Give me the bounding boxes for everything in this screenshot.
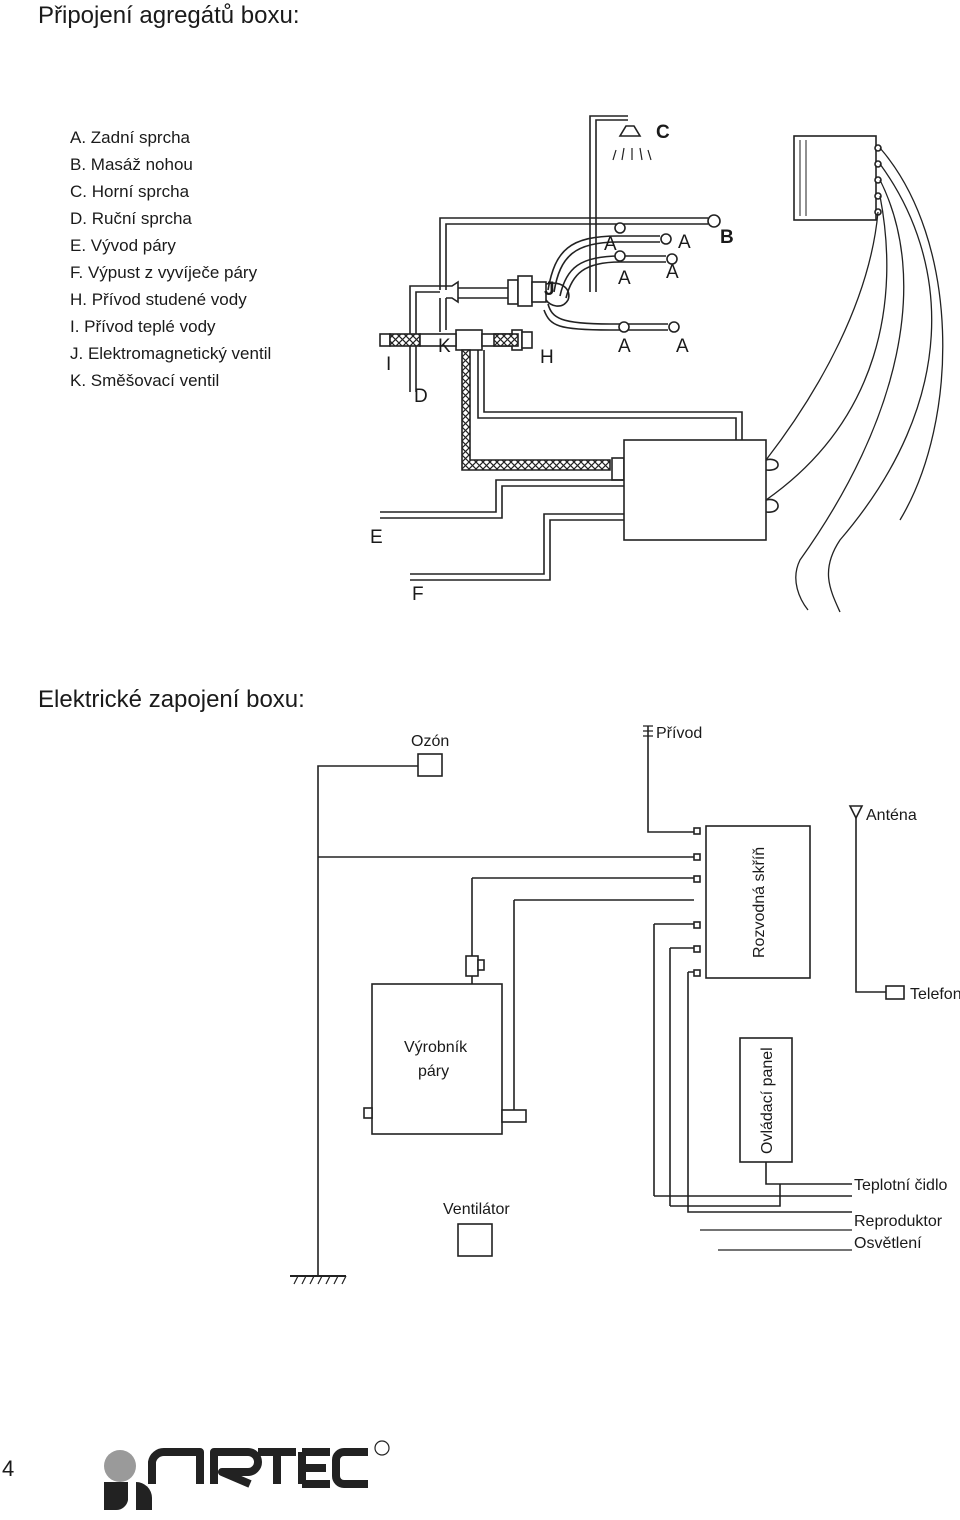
artec-logo bbox=[104, 1440, 390, 1511]
label-reproduktor: Reproduktor bbox=[854, 1213, 943, 1230]
label-osvetleni: Osvětlení bbox=[854, 1235, 922, 1252]
steam-generator-box bbox=[623, 439, 767, 541]
steam-supply-hose bbox=[461, 349, 611, 471]
legend-item: J. Elektromagnetický ventil bbox=[70, 344, 272, 363]
label-telefon: Telefon bbox=[910, 986, 960, 1003]
legend-item: C. Horní sprcha bbox=[70, 182, 190, 201]
cold-water-hose bbox=[493, 333, 519, 347]
control-box bbox=[793, 135, 877, 221]
nozzle-a bbox=[660, 233, 672, 245]
electric-title: Elektrické zapojení boxu: bbox=[38, 686, 305, 713]
nozzle-a bbox=[614, 250, 626, 262]
legend-item: A. Zadní sprcha bbox=[70, 128, 191, 147]
nozzle-a bbox=[668, 321, 680, 333]
label-privod: Přívod bbox=[656, 725, 702, 742]
mixing-valve bbox=[455, 329, 483, 351]
label-a: A bbox=[678, 232, 691, 253]
label-j: J bbox=[544, 279, 555, 300]
label-vyrobnik-2: páry bbox=[418, 1063, 449, 1080]
steam-generator bbox=[371, 983, 503, 1135]
label-a: A bbox=[618, 268, 631, 289]
nozzle-a bbox=[666, 253, 678, 265]
label-k: K bbox=[438, 336, 451, 357]
distribution-box bbox=[705, 825, 811, 979]
supply-plug-icon bbox=[643, 725, 653, 737]
label-ovladaci: Ovládací panel bbox=[759, 1047, 776, 1154]
solenoid-valve bbox=[517, 275, 533, 307]
label-e: E bbox=[370, 527, 383, 548]
control-panel bbox=[739, 1037, 793, 1163]
label-d: D bbox=[414, 386, 428, 407]
label-f: F bbox=[412, 584, 424, 605]
label-h: H bbox=[540, 347, 554, 368]
label-c: C bbox=[656, 122, 670, 143]
label-b: B bbox=[720, 227, 734, 248]
legend-item: B. Masáž nohou bbox=[70, 155, 193, 174]
legend-item: K. Směšovací ventil bbox=[70, 371, 220, 390]
plumbing-title: Připojení agregátů boxu: bbox=[38, 2, 300, 29]
supply-line-upper bbox=[439, 217, 708, 290]
nozzle-a bbox=[618, 321, 630, 333]
label-teplotni: Teplotní čidlo bbox=[854, 1177, 947, 1194]
label-vyrobnik-1: Výrobník bbox=[404, 1039, 468, 1056]
legend-item: I. Přívod teplé vody bbox=[70, 317, 216, 336]
antenna-icon bbox=[848, 805, 864, 820]
nozzle-a bbox=[614, 222, 626, 234]
page-number: 4 bbox=[2, 1456, 15, 1481]
legend-item: D. Ruční sprcha bbox=[70, 209, 192, 228]
label-a: A bbox=[666, 262, 679, 283]
legend-item: F. Výpust z vyvíječe páry bbox=[70, 263, 258, 282]
ground-icon bbox=[293, 1275, 347, 1285]
label-antena: Anténa bbox=[866, 807, 917, 824]
label-ventilator: Ventilátor bbox=[443, 1201, 510, 1218]
label-a: A bbox=[676, 336, 689, 357]
legend-item: E. Vývod páry bbox=[70, 236, 176, 255]
ventilator bbox=[457, 1223, 493, 1257]
top-shower-pipe bbox=[595, 119, 628, 292]
shower-head-icon bbox=[618, 125, 642, 137]
legend-item: H. Přívod studené vody bbox=[70, 290, 247, 309]
hot-water-hose bbox=[389, 333, 421, 347]
label-ozon: Ozón bbox=[411, 733, 449, 750]
legend-list: A. Zadní sprcha B. Masáž nohou C. Horní … bbox=[70, 124, 271, 394]
nozzle-b bbox=[707, 214, 721, 228]
plumbing-diagram: C B A A A A A A J K H I D E F bbox=[370, 115, 944, 613]
label-a: A bbox=[604, 234, 617, 255]
ozone-unit bbox=[417, 753, 443, 777]
telephone-socket bbox=[885, 985, 905, 1000]
label-i: I bbox=[386, 354, 391, 375]
label-a: A bbox=[618, 336, 631, 357]
label-rozvodna: Rozvodná skříň bbox=[751, 847, 768, 958]
